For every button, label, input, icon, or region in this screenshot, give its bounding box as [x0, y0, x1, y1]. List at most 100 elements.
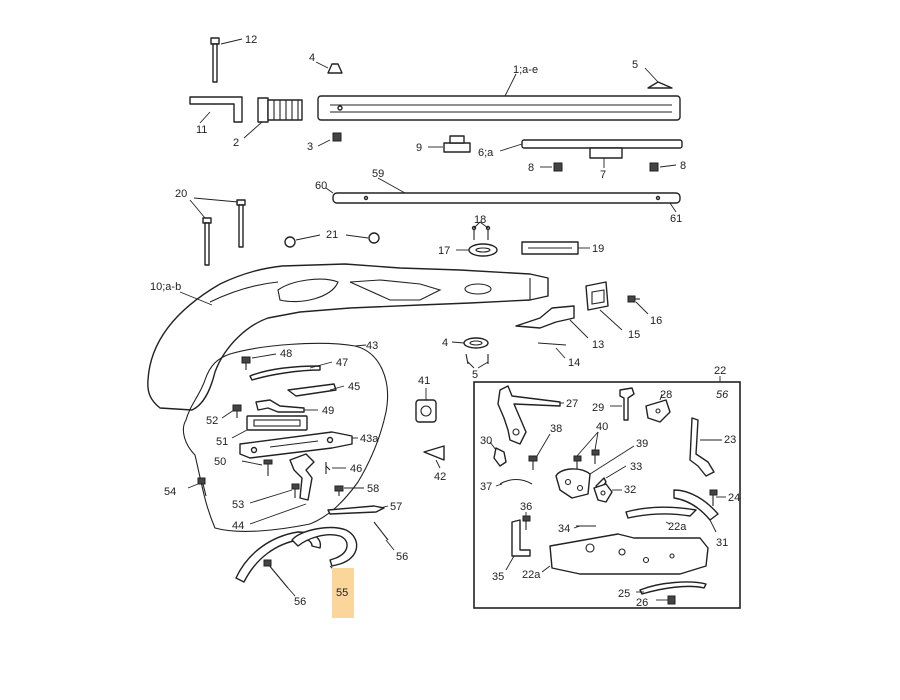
label-22a-1: 22a	[668, 521, 687, 533]
part-15-pipe-block	[585, 281, 623, 331]
label-47: 47	[336, 357, 348, 369]
label-28: 28	[660, 389, 672, 401]
part-39-bridle	[555, 445, 635, 499]
part-21-escutcheons	[284, 232, 380, 248]
part-43a-plate	[239, 431, 358, 459]
label-19: 19	[592, 243, 604, 255]
label-7: 7	[600, 169, 606, 181]
part-41-block	[415, 388, 437, 423]
part-22a-lockplate-spring	[625, 506, 697, 525]
part-22-lock-frame	[473, 376, 741, 609]
part-28-bridle	[645, 393, 671, 423]
label-49: 49	[322, 405, 334, 417]
label-35: 35	[492, 571, 504, 583]
part-31-frizzen	[673, 489, 719, 533]
part-55-trigger-guard	[235, 526, 358, 583]
label-14: 14	[568, 357, 580, 369]
part-16-screw	[627, 295, 649, 315]
label-61: 61	[670, 213, 682, 225]
label-5: 5	[632, 59, 638, 71]
part-37-spring	[495, 478, 533, 487]
label-24: 24	[728, 492, 740, 504]
part-9-underlug	[428, 135, 471, 153]
part-11-bracket	[189, 96, 243, 124]
part-12-screw	[210, 37, 243, 83]
part-46-pin	[325, 462, 346, 474]
label-38: 38	[550, 423, 562, 435]
label-48: 48	[280, 348, 292, 360]
part-32-tumbler	[593, 483, 622, 503]
label-43: 43	[366, 340, 378, 352]
label-59: 59	[372, 168, 384, 180]
label-22a-2: 22a	[522, 569, 541, 581]
label-4: 4	[309, 52, 315, 64]
part-58-screw	[334, 485, 364, 496]
label-8-b: 8	[680, 160, 686, 172]
part-54-screw	[187, 477, 207, 497]
label-33: 33	[630, 461, 642, 473]
label-20: 20	[175, 188, 187, 200]
label-50: 50	[214, 456, 226, 468]
label-52: 52	[206, 415, 218, 427]
label-53: 53	[232, 499, 244, 511]
label-15: 15	[628, 329, 640, 341]
label-16: 16	[650, 315, 662, 327]
part-13-nosecap	[515, 305, 589, 339]
label-39: 39	[636, 438, 648, 450]
label-58: 58	[367, 483, 379, 495]
part-27-hammer	[497, 385, 564, 445]
part-40-screws	[573, 431, 600, 470]
part-10-stock	[147, 263, 549, 411]
part-48-screw	[241, 353, 277, 370]
part-47-spring	[249, 361, 333, 381]
part-3-nipple	[317, 132, 342, 147]
label-30: 30	[480, 435, 492, 447]
label-29: 29	[592, 402, 604, 414]
label-55: 55	[336, 587, 348, 599]
label-3: 3	[307, 141, 313, 153]
label-21: 21	[326, 229, 338, 241]
part-26-screw	[656, 595, 676, 605]
part-4-escutcheon	[451, 337, 489, 369]
part-36-screw	[522, 512, 531, 530]
part-56-screw-a	[373, 521, 395, 551]
label-32: 32	[624, 484, 636, 496]
label-37: 37	[480, 481, 492, 493]
label-56-b: 56	[294, 596, 306, 608]
part-52-screw	[221, 404, 242, 419]
part-7-ramrod-pipe	[589, 147, 623, 168]
part-55-label-highlight	[332, 568, 354, 618]
part-24-screw	[709, 489, 726, 506]
label-40: 40	[596, 421, 608, 433]
label-43a: 43a	[360, 433, 379, 445]
part-18-pins	[471, 221, 491, 240]
label-41: 41	[418, 375, 430, 387]
label-11: 11	[196, 124, 207, 136]
label-26: 26	[636, 597, 648, 609]
label-42: 42	[434, 471, 446, 483]
label-5-b: 5	[472, 369, 478, 381]
part-34-pin	[573, 525, 596, 529]
label-34: 34	[558, 523, 570, 535]
label-23: 23	[724, 434, 736, 446]
label-10ab: 10;a-b	[150, 281, 181, 293]
part-19-plate	[521, 241, 590, 255]
part-14-pin	[537, 342, 567, 359]
part-59-ramrod	[325, 177, 681, 213]
part-50-screw	[241, 459, 273, 476]
part-44-trigger	[249, 453, 315, 525]
part-8-screw-a	[540, 162, 563, 172]
label-17: 17	[438, 245, 450, 257]
part-30-tumbler	[489, 441, 507, 467]
label-31: 31	[716, 537, 728, 549]
label-51: 51	[216, 436, 228, 448]
label-56-a: 56	[396, 551, 408, 563]
label-45: 45	[348, 381, 360, 393]
label-8-a: 8	[528, 162, 534, 174]
part-5-rear-sight	[644, 67, 673, 89]
part-43-trigger-assembly-outline	[182, 342, 389, 532]
part-22a-lockplate	[541, 533, 709, 575]
label-54: 54	[164, 486, 176, 498]
label-2: 2	[233, 137, 239, 149]
